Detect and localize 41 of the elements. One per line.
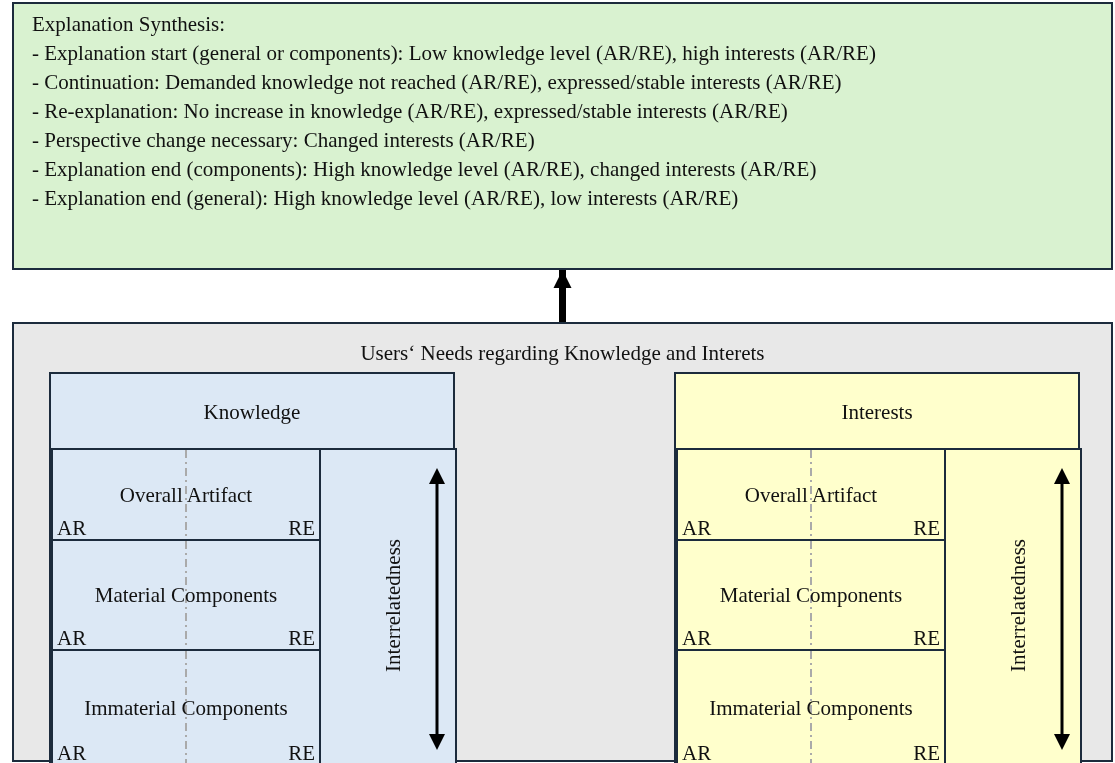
ar-label: AR xyxy=(57,625,87,650)
ar-label: AR xyxy=(682,625,712,650)
list-item: - Explanation end (components): High knowledge level (AR/RE), changed interests (AR/RE) xyxy=(32,157,817,182)
component-cell xyxy=(676,448,946,541)
component-label: Overall Artifact xyxy=(119,483,253,508)
interrelatedness-column xyxy=(944,448,1082,763)
ar-label: AR xyxy=(682,515,712,540)
header-text: Knowledge xyxy=(203,400,301,425)
axis-label: Interrelatedness xyxy=(1006,539,1031,672)
re-label: RE xyxy=(913,625,940,650)
category-panel xyxy=(674,372,1080,763)
re-label: RE xyxy=(288,625,315,650)
ar-label: AR xyxy=(57,740,87,763)
component-cell xyxy=(51,649,321,763)
arrow xyxy=(553,270,572,322)
re-label: RE xyxy=(913,740,940,763)
list-item: - Explanation end (general): High knowledge level (AR/RE), low interests (AR/RE) xyxy=(32,186,739,211)
re-label: RE xyxy=(913,515,940,540)
component-label: Material Components xyxy=(719,583,903,608)
list-item: - Perspective change necessary: Changed interests (AR/RE) xyxy=(32,128,535,153)
ar-label: AR xyxy=(682,740,712,763)
category-panel xyxy=(49,372,455,763)
ar-label: AR xyxy=(57,515,87,540)
list-item: - Re-explanation: No increase in knowledge (AR/RE), expressed/stable interests (AR/RE) xyxy=(32,99,788,124)
interrelatedness-column xyxy=(319,448,457,763)
list-item: - Explanation start (general or components): Low knowledge level (AR/RE), high interests (AR/RE) xyxy=(32,41,876,66)
header-text: Interests xyxy=(841,400,913,425)
component-label: Overall Artifact xyxy=(744,483,878,508)
component-cell xyxy=(51,448,321,541)
component-label: Immaterial Components xyxy=(709,696,913,721)
re-label: RE xyxy=(288,515,315,540)
component-cell xyxy=(676,649,946,763)
component-label: Immaterial Components xyxy=(84,696,288,721)
re-label: RE xyxy=(288,740,315,763)
note-box xyxy=(12,2,1113,270)
axis-label: Interrelatedness xyxy=(381,539,406,672)
list-item: - Continuation: Demanded knowledge not reached (AR/RE), expressed/stable interests (AR/RE) xyxy=(32,70,842,95)
header-text: Users‘ Needs regarding Knowledge and Interets xyxy=(360,341,765,366)
group-box xyxy=(12,322,1113,762)
component-label: Material Components xyxy=(94,583,278,608)
heading-text: Explanation Synthesis: xyxy=(32,12,226,37)
